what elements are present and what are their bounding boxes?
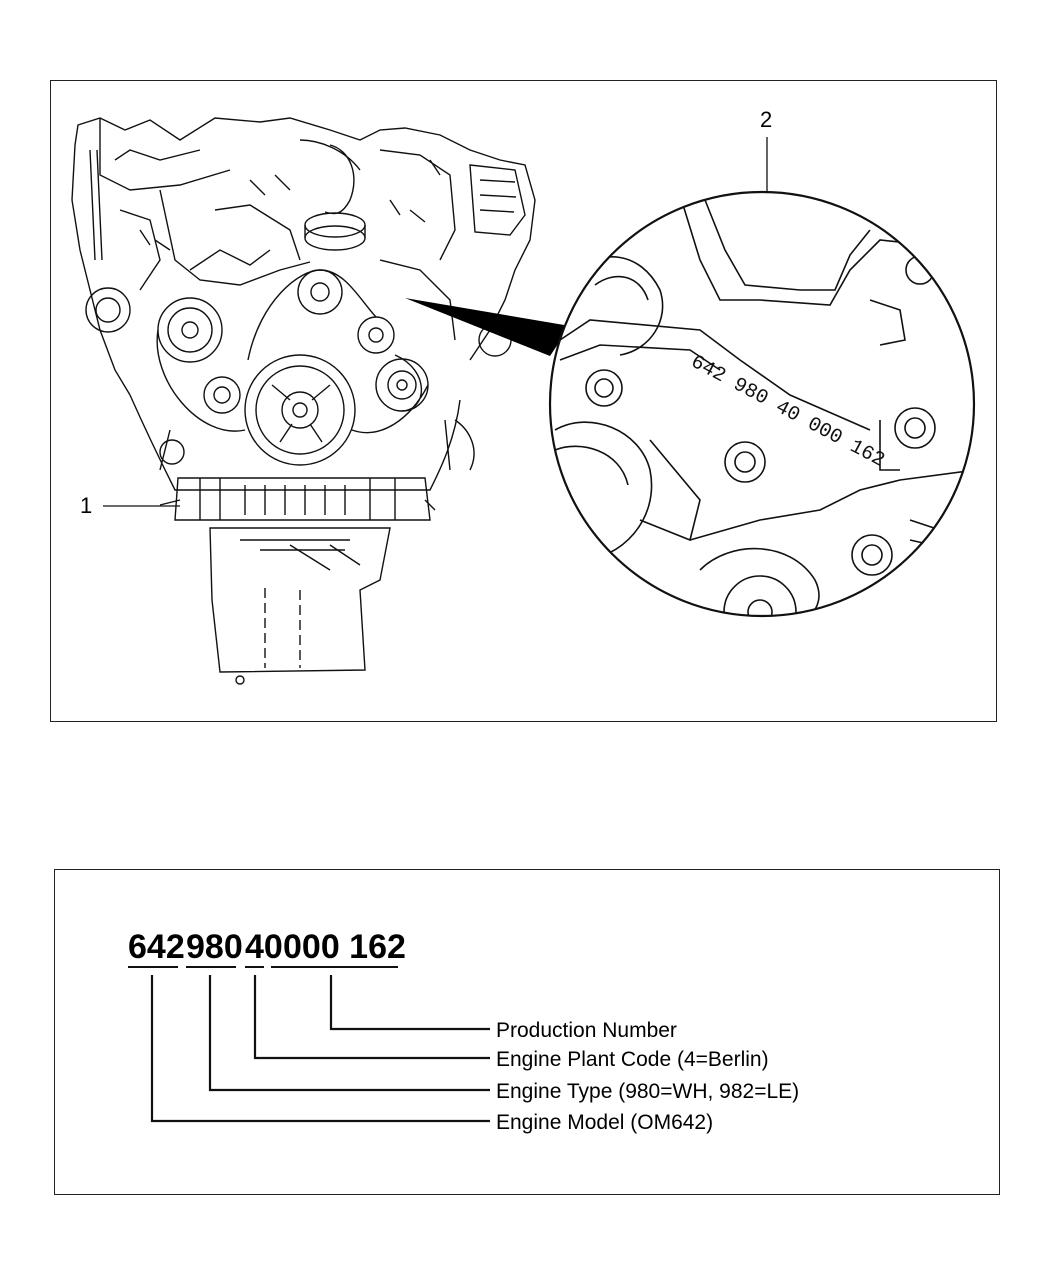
callout-2-label: 2 — [760, 107, 772, 132]
engine-drawing — [71, 117, 536, 685]
zoom-pointer — [405, 298, 570, 356]
callout-1: 1 — [80, 493, 180, 518]
engine-illustration: 642 980 40 000 162 1 2 — [71, 107, 976, 685]
callout-1-label: 1 — [80, 493, 92, 518]
callout-2: 2 — [760, 107, 772, 192]
engine-number-breakdown-panel — [54, 869, 1000, 1195]
zoom-detail: 642 980 40 000 162 — [548, 190, 976, 618]
